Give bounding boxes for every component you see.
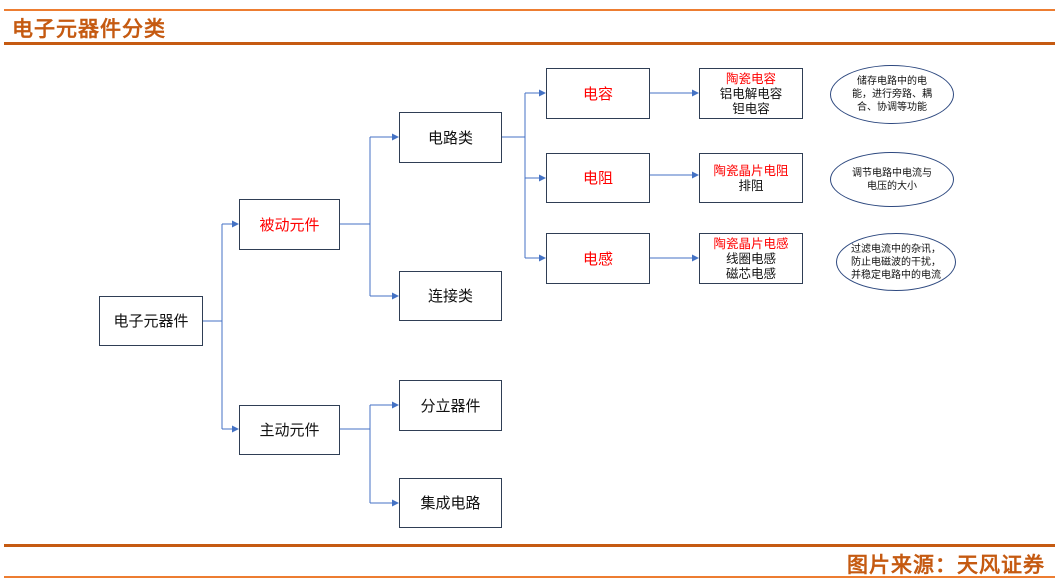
node-label: 电容 xyxy=(582,84,613,103)
footer-rule-top xyxy=(4,544,1055,547)
node-label: 连接类 xyxy=(427,287,473,305)
note-text: 储存电路中的电能，进行旁路、耦合、协调等功能 xyxy=(852,76,932,113)
leaf-line: 排阻 xyxy=(738,178,764,193)
source-caption: 图片来源：天风证券 xyxy=(847,553,1045,577)
node-ic: 集成电路 xyxy=(399,478,502,528)
node-label: 电子元器件 xyxy=(113,312,189,330)
leaf-capacitor-types: 陶瓷电容 铝电解电容 钽电容 xyxy=(699,68,803,119)
node-label: 电感 xyxy=(582,249,613,268)
node-label: 电阻 xyxy=(582,169,613,187)
node-inductor: 电感 xyxy=(546,233,650,284)
footer-rule-bottom xyxy=(4,576,1055,578)
node-electronic-components: 电子元器件 xyxy=(99,296,203,346)
leaf-highlight: 陶瓷晶片电感 xyxy=(713,236,789,251)
leaf-line: 铝电解电容 xyxy=(719,86,783,101)
node-capacitor: 电容 xyxy=(546,68,650,119)
note-text: 过滤电流中的杂讯，防止电磁波的干扰，并稳定电路中的电流 xyxy=(851,243,941,281)
node-label: 被动元件 xyxy=(259,215,320,234)
leaf-line: 磁芯电感 xyxy=(725,266,776,281)
leaf-line: 线圈电感 xyxy=(725,251,776,266)
node-discrete: 分立器件 xyxy=(399,380,502,431)
node-label: 主动元件 xyxy=(259,421,320,439)
page-title: 电子元器件分类 xyxy=(12,17,166,41)
leaf-line: 钽电容 xyxy=(732,101,770,116)
leaf-highlight: 陶瓷电容 xyxy=(725,71,776,86)
node-label: 集成电路 xyxy=(420,494,481,512)
leaf-inductor-types: 陶瓷晶片电感 线圈电感 磁芯电感 xyxy=(699,233,803,284)
node-label: 电路类 xyxy=(427,128,473,147)
note-inductor: 过滤电流中的杂讯，防止电磁波的干扰，并稳定电路中的电流 xyxy=(836,233,956,291)
note-capacitor: 储存电路中的电能，进行旁路、耦合、协调等功能 xyxy=(830,65,954,124)
header-rule-top xyxy=(4,9,1055,11)
node-active: 主动元件 xyxy=(239,405,340,455)
node-passive: 被动元件 xyxy=(239,199,340,250)
node-connection: 连接类 xyxy=(399,271,502,321)
leaf-resistor-types: 陶瓷晶片电阻 排阻 xyxy=(699,153,803,203)
leaf-highlight: 陶瓷晶片电阻 xyxy=(713,163,789,178)
header-rule-bottom xyxy=(4,42,1055,45)
node-resistor: 电阻 xyxy=(546,153,650,203)
note-resistor: 调节电路中电流与电压的大小 xyxy=(830,152,954,207)
node-circuit: 电路类 xyxy=(399,112,502,163)
note-text: 调节电路中电流与电压的大小 xyxy=(852,167,932,192)
node-label: 分立器件 xyxy=(420,396,481,415)
